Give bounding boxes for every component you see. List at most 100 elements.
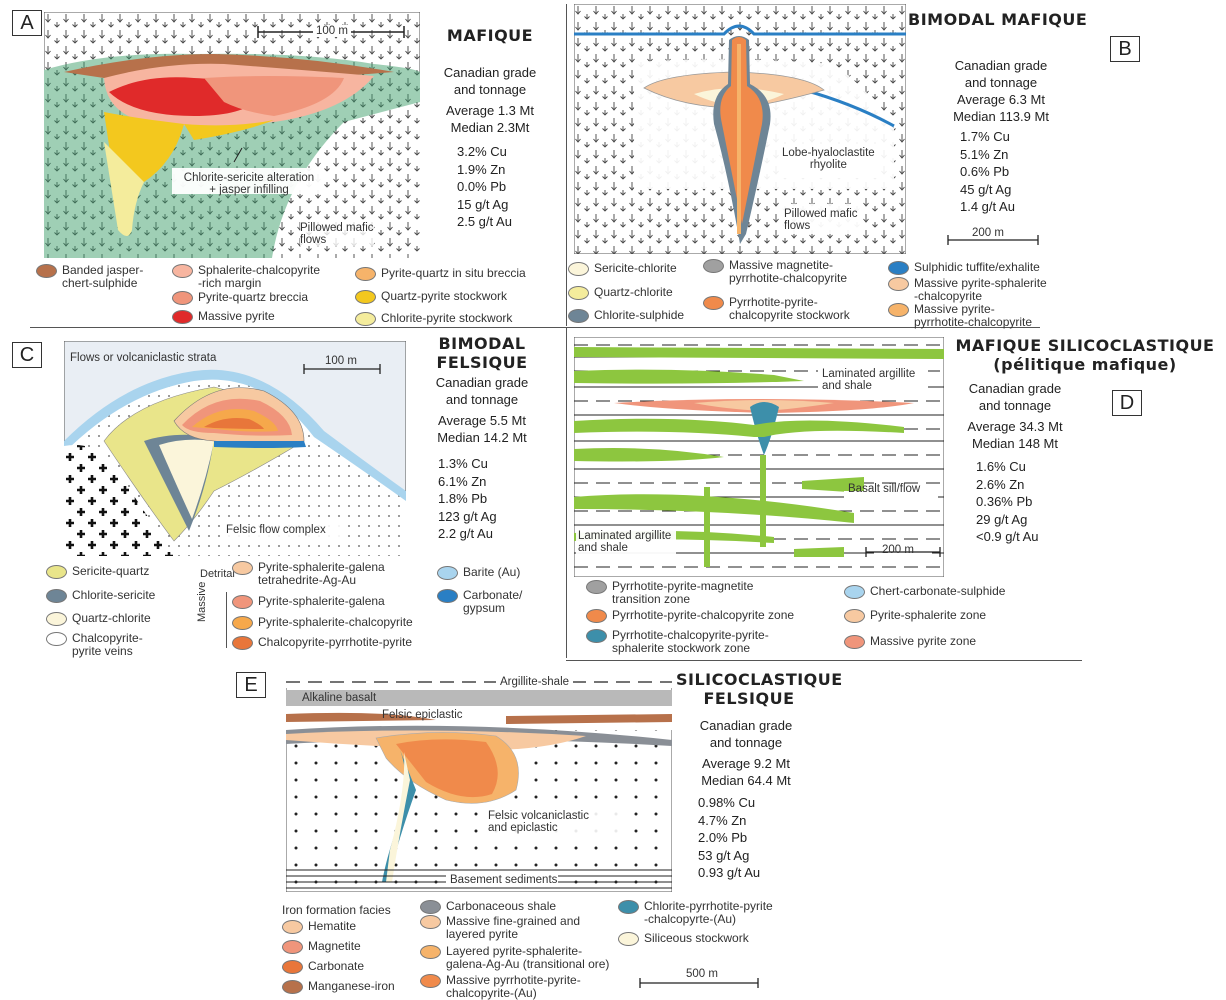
- legend-swatch: [420, 974, 441, 988]
- panel-e-legend-item: Carbonaceous shale: [420, 900, 556, 914]
- legend-label: Chalcopyrite-pyrrhotite-pyrite: [258, 635, 413, 649]
- panel-d-stat: Median 148 Mt: [972, 436, 1058, 451]
- legend-label: Pyrrhotite-pyrite- chalcopyrite stockwor…: [729, 295, 850, 322]
- panel-e-stat: Canadian grade: [699, 718, 793, 733]
- panel-d-legend-item: Pyrrhotite-pyrite-magnetite transition z…: [586, 580, 753, 605]
- panel-b-scale-label: 200 m: [972, 227, 1004, 239]
- panel-a-legend-item: Massive pyrite: [172, 310, 275, 324]
- panel-e-argillite-label: Argillite-shale: [496, 676, 574, 688]
- panel-e-legend-item: Massive pyrrhotite-pyrite- chalcopyrite-…: [420, 974, 581, 999]
- legend-label: Pyrrhotite-chalcopyrite-pyrite- sphaleri…: [612, 628, 769, 655]
- panel-a-grade: 0.0% Pb: [457, 179, 507, 194]
- panel-c-diagram: [64, 341, 406, 556]
- panel-c-stats: Canadian grade and tonnage Average 5.5 M…: [408, 374, 556, 446]
- legend-label: Quartz-chlorite: [594, 285, 673, 299]
- panel-b-lobe-label: Lobe-hyaloclastite rhyolite: [782, 147, 875, 171]
- legend-label: Pyrrhotite-pyrite-chalcopyrite zone: [612, 608, 795, 622]
- panel-d-legend-item: Pyrite-sphalerite zone: [844, 609, 986, 623]
- panel-b-legend-item: Quartz-chlorite: [568, 286, 673, 300]
- legend-label: Pyrite-sphalerite-galena tetrahedrite-Ag…: [258, 560, 385, 587]
- panel-e-grades: 0.98% Cu 4.7% Zn 2.0% Pb 53 g/t Ag 0.93 …: [698, 794, 760, 882]
- legend-label: Massive pyrite-sphalerite -chalcopyrite: [914, 276, 1047, 303]
- panel-c-detrital-label: Detrital: [200, 568, 235, 580]
- legend-label: Carbonate: [308, 959, 365, 973]
- panel-e-legend-item: Layered pyrite-sphalerite- galena-Ag-Au …: [420, 945, 609, 970]
- panel-d-grade: 2.6% Zn: [976, 476, 1025, 492]
- panel-b-legend-item: Sulphidic tuffite/exhalite: [888, 261, 1040, 275]
- panel-e-legend-item: Chlorite-pyrrhotite-pyrite -chalcopyrte-…: [618, 900, 773, 925]
- divider-vertical-top: [566, 4, 567, 326]
- panel-c-grade: 1.8% Pb: [438, 491, 488, 506]
- legend-label: Layered pyrite-sphalerite- galena-Ag-Au …: [446, 944, 610, 971]
- legend-label: Sericite-chlorite: [594, 261, 677, 275]
- legend-label: Siliceous stockwork: [644, 931, 749, 945]
- panel-b-pillowed-label: Pillowed mafic flows: [784, 208, 858, 232]
- legend-swatch: [232, 636, 253, 650]
- panel-c-letter: C: [12, 342, 42, 368]
- legend-label: Carbonaceous shale: [446, 899, 557, 913]
- legend-swatch: [172, 310, 193, 324]
- legend-swatch: [568, 262, 589, 276]
- panel-b-legend-item: Chlorite-sulphide: [568, 309, 684, 323]
- panel-e-legend-item: Magnetite: [282, 940, 361, 954]
- panel-e-stat: and tonnage: [709, 735, 783, 750]
- panel-a-grade: 3.2% Cu: [457, 144, 507, 159]
- legend-label: Chlorite-sericite: [72, 588, 156, 602]
- panel-a-grade: 15 g/t Ag: [457, 196, 509, 212]
- panel-c-stat: and tonnage: [445, 392, 519, 407]
- panel-c-felsic-label: Felsic flow complex: [226, 524, 326, 536]
- panel-e-letter: E: [236, 672, 266, 698]
- legend-swatch: [420, 915, 441, 929]
- panel-e-title: SILICOCLASTIQUE FELSIQUE: [676, 670, 843, 708]
- legend-label: Pyrite-quartz breccia: [198, 290, 309, 304]
- legend-swatch: [36, 264, 57, 278]
- panel-b-stat: Canadian grade: [954, 58, 1048, 73]
- panel-e-grade: 53 g/t Ag: [698, 847, 750, 863]
- panel-c-stat: Median 14.2 Mt: [437, 430, 527, 445]
- legend-swatch: [282, 960, 303, 974]
- panel-d-letter: D: [1112, 390, 1142, 416]
- panel-b-legend-item: Sericite-chlorite: [568, 262, 677, 276]
- panel-d-stats: Canadian grade and tonnage Average 34.3 …: [940, 380, 1090, 452]
- legend-swatch: [437, 566, 458, 580]
- panel-d-grade: 1.6% Cu: [976, 459, 1026, 474]
- divider-horizontal-2: [566, 660, 1082, 661]
- legend-label: Barite (Au): [463, 565, 521, 579]
- legend-label: Massive pyrite: [198, 309, 275, 323]
- panel-c-title: BIMODAL FELSIQUE: [436, 334, 528, 372]
- legend-swatch: [232, 595, 253, 609]
- legend-swatch: [618, 932, 639, 946]
- panel-a-title: MAFIQUE: [446, 26, 534, 45]
- panel-d-title: MAFIQUE SILICOCLASTIQUE (pélitique mafiq…: [955, 336, 1215, 374]
- legend-swatch: [568, 309, 589, 323]
- panel-e-stat: Average 9.2 Mt: [702, 756, 790, 771]
- panel-e-scale-label: 500 m: [686, 968, 718, 980]
- legend-swatch: [46, 612, 67, 626]
- legend-label: Pyrite-sphalerite-chalcopyrite: [258, 615, 413, 629]
- panel-b-grades: 1.7% Cu 5.1% Zn 0.6% Pb 45 g/t Ag 1.4 g/…: [960, 128, 1015, 216]
- legend-swatch: [437, 589, 458, 603]
- panel-d-grade: <0.9 g/t Au: [976, 529, 1039, 544]
- panel-a-stat: Canadian grade: [443, 65, 537, 80]
- panel-a-legend-item: Sphalerite-chalcopyrite -rich margin: [172, 264, 320, 289]
- panel-b-stat: and tonnage: [964, 75, 1038, 90]
- legend-swatch: [420, 900, 441, 914]
- divider-horizontal-1: [30, 327, 1040, 328]
- legend-label: Chlorite-pyrrhotite-pyrite -chalcopyrte-…: [644, 899, 773, 926]
- panel-a-legend-item: Chlorite-pyrite stockwork: [355, 312, 512, 326]
- panel-c-legend-item: Barite (Au): [437, 566, 520, 580]
- legend-swatch: [888, 303, 909, 317]
- panel-d-grade: 29 g/t Ag: [976, 511, 1028, 527]
- panel-b-stats: Canadian grade and tonnage Average 6.3 M…: [926, 57, 1076, 125]
- panel-d-legend-item: Pyrrhotite-pyrite-chalcopyrite zone: [586, 609, 794, 623]
- legend-swatch: [618, 900, 639, 914]
- legend-swatch: [172, 291, 193, 305]
- panel-d-bottom-label: Laminated argillite and shale: [578, 530, 672, 554]
- panel-c-flows-label: Flows or volcaniclastic strata: [70, 352, 217, 364]
- panel-a-legend-item: Quartz-pyrite stockwork: [355, 290, 507, 304]
- panel-b-title: BIMODAL MAFIQUE: [908, 10, 1088, 29]
- panel-a-diagram: [44, 12, 420, 258]
- panel-d-legend-item: Chert-carbonate-sulphide: [844, 585, 1005, 599]
- legend-label: Sericite-quartz: [72, 564, 150, 578]
- panel-d-legend-item: Massive pyrite zone: [844, 635, 976, 649]
